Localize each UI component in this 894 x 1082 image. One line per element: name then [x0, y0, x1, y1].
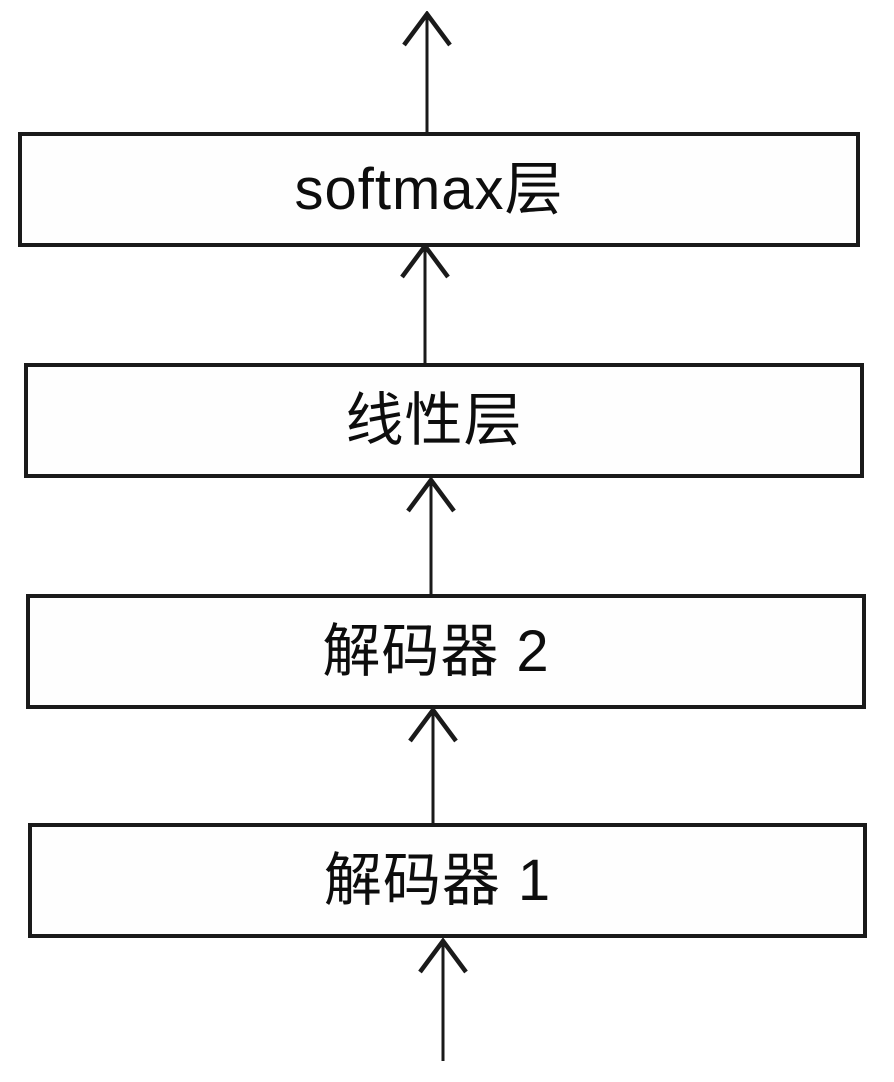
layer-label-decoder1: 解码器 1 [323, 847, 552, 913]
layer-box-softmax: softmax层 [18, 132, 860, 247]
layer-box-linear: 线性层 [24, 363, 864, 478]
output-up-arrow-icon [402, 11, 452, 133]
layer-label-linear: 线性层 [345, 387, 523, 453]
layer-box-decoder2: 解码器 2 [26, 594, 866, 709]
layer-label-softmax: softmax层 [294, 156, 564, 222]
linear-to-softmax-up-arrow-icon [400, 243, 450, 364]
layer-label-decoder2: 解码器 2 [322, 618, 550, 684]
input-up-arrow-icon [418, 938, 468, 1061]
decoder1-to-decoder2-up-arrow-icon [408, 707, 458, 826]
layer-box-decoder1: 解码器 1 [28, 823, 867, 938]
decoder2-to-linear-up-arrow-icon [406, 477, 456, 596]
